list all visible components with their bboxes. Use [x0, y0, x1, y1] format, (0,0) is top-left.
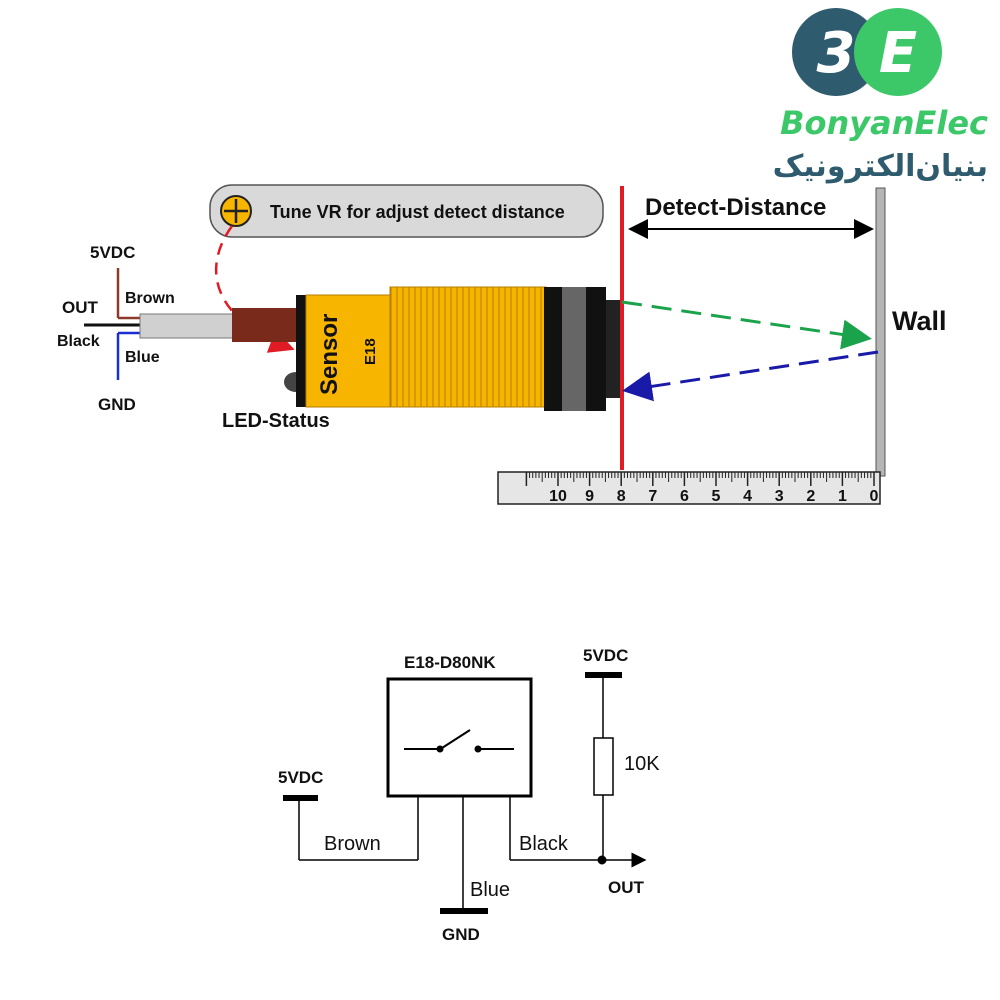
ruler-tick-label: 5 [712, 488, 721, 505]
ruler-tick-label: 10 [549, 488, 567, 505]
supply-right-label: 5VDC [583, 646, 628, 665]
label-brown: Brown [125, 290, 175, 307]
resistor-label: 10K [624, 753, 660, 775]
threaded-barrel [389, 286, 547, 408]
sensor-label: Sensor [316, 314, 343, 395]
wire-black-label: Black [519, 833, 569, 855]
label-out-top: OUT [62, 298, 99, 317]
sensor-lens [606, 300, 620, 398]
pullup-resistor [593, 737, 614, 796]
sensor-body: Sensor E18 [232, 286, 620, 411]
circuit-schematic [283, 672, 647, 914]
ruler-tick-label: 7 [648, 488, 657, 505]
wire-brown-label: Brown [324, 833, 381, 855]
logo-brand-fa: بنیان‌الکترونیک [773, 149, 988, 184]
out-junction [597, 855, 607, 865]
logo-circle-dark [792, 8, 880, 96]
sensor-wires [84, 268, 236, 380]
detect-distance-label: Detect-Distance [645, 194, 826, 221]
ruler-tick-label: 6 [680, 488, 689, 505]
ruler-tick-label: 8 [617, 488, 626, 505]
logo-monogram-right: E [879, 21, 917, 86]
logo-monogram-left: 3 [817, 21, 856, 86]
ruler-tick-label: 2 [806, 488, 815, 505]
sensor-cable [139, 313, 236, 339]
logo-brand-en: BonyanElec [780, 104, 988, 142]
out-label: OUT [608, 878, 645, 897]
led-status-label: LED-Status [222, 410, 330, 432]
model-label: E18 [362, 338, 379, 365]
wall [875, 187, 886, 477]
return-beam-arrow [622, 350, 879, 402]
ruler-tick-label: 4 [743, 488, 752, 505]
module-label: E18-D80NK [404, 653, 496, 672]
tune-callout-box [209, 184, 604, 238]
cable-gland [232, 308, 298, 342]
gnd-label: GND [442, 925, 480, 944]
wire-blue-label: Blue [470, 879, 510, 901]
emit-beam-arrow [621, 300, 872, 350]
brand-logo: 3 E BonyanElec بنیان‌الکترونیک [773, 8, 988, 184]
switch-contact-left [436, 745, 444, 753]
label-5vdc-top: 5VDC [90, 243, 135, 262]
label-blue: Blue [125, 349, 160, 366]
ruler-tick-label: 1 [838, 488, 847, 505]
label-gnd-top: GND [98, 395, 136, 414]
ruler-tick-label: 0 [870, 488, 879, 505]
ruler-body [497, 471, 881, 505]
supply-left-label: 5VDC [278, 768, 323, 787]
wall-label: Wall [892, 306, 947, 336]
logo-circle-green [854, 8, 942, 96]
tune-callout: Tune VR for adjust detect distance [209, 184, 604, 238]
switch-blade [441, 729, 471, 749]
ruler-tick-label: 3 [775, 488, 784, 505]
ruler-tick-label: 9 [585, 488, 594, 505]
label-black: Black [57, 333, 100, 350]
tune-arrow [215, 225, 295, 353]
tune-note: Tune VR for adjust detect distance [270, 202, 565, 222]
